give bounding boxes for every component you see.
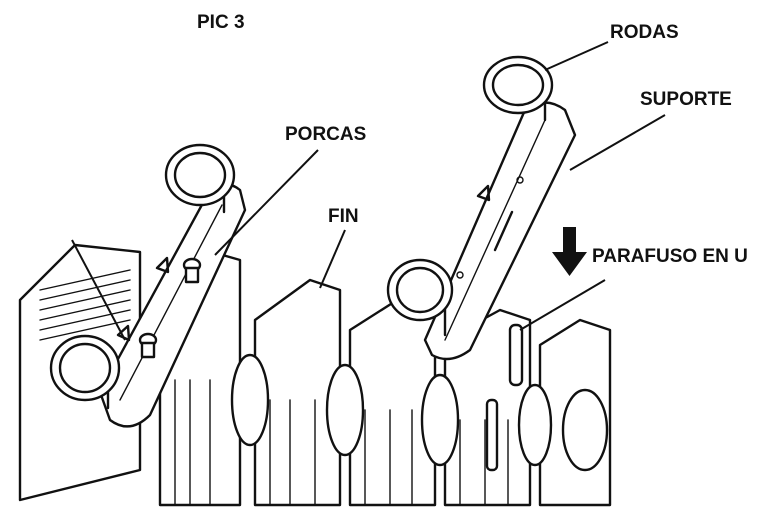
wheel-left-bottom	[49, 334, 121, 410]
leader-lines	[71, 41, 666, 341]
radiator-fin-5	[538, 318, 612, 507]
nut-upper	[182, 257, 202, 284]
wheel-right-bottom	[386, 258, 454, 337]
control-box-vents	[39, 269, 131, 341]
label-rodas: RODAS	[610, 22, 679, 43]
arrow-down-icon	[552, 227, 587, 276]
label-suporte: SUPORTE	[640, 89, 732, 110]
u-bolt	[485, 323, 524, 472]
nut-lower	[138, 332, 158, 359]
label-porcas: PORCAS	[285, 124, 366, 145]
label-fin: FIN	[328, 206, 359, 227]
figure-title: PIC 3	[197, 12, 245, 33]
heater-body	[18, 243, 612, 507]
wheel-left-top	[164, 143, 236, 214]
label-parafuso-en-u: PARAFUSO EN U	[592, 246, 748, 267]
wheel-right-top	[482, 55, 554, 122]
